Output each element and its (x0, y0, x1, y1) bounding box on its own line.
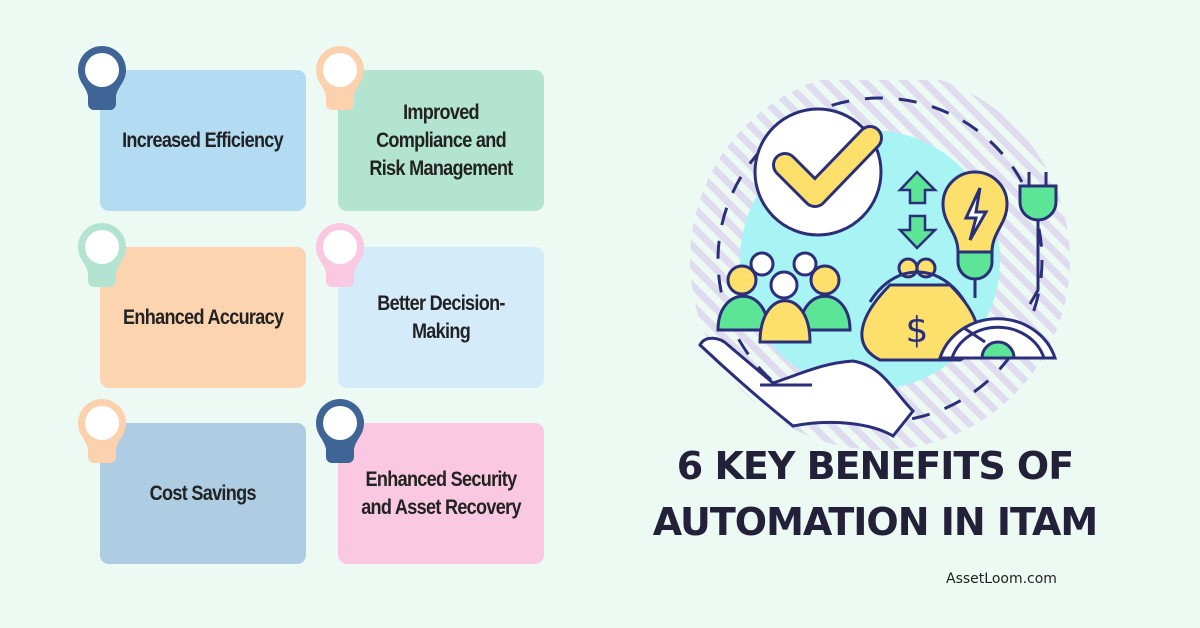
pin-icon (78, 223, 126, 287)
benefit-card: Better Decision-Making (338, 247, 544, 388)
pin-icon (316, 399, 364, 463)
brand-watermark: AssetLoom.com (946, 571, 1057, 587)
gauge-icon (937, 317, 1058, 360)
pin-icon (316, 46, 364, 110)
lightbulb-icon (941, 170, 1009, 298)
pin-icon (78, 46, 126, 110)
arrows-icon (897, 170, 939, 250)
benefit-label: Enhanced Security and Asset Recovery (361, 467, 521, 519)
svg-text:$: $ (906, 310, 929, 351)
title-line-2: AUTOMATION IN ITAM (652, 500, 1099, 544)
pin-icon (316, 223, 364, 287)
hand-icon (698, 336, 916, 438)
page-title: 6 KEY BENEFITS OF AUTOMATION IN ITAM (640, 438, 1110, 550)
plug-icon (1018, 172, 1058, 305)
benefit-label: Enhanced Accuracy (122, 305, 284, 329)
benefit-label: Cost Savings (149, 481, 257, 505)
benefit-label: Better Decision-Making (377, 291, 505, 343)
benefit-label: Improved Compliance and Risk Management (369, 100, 513, 180)
benefit-card: Increased Efficiency (100, 70, 306, 211)
benefit-card: Enhanced Security and Asset Recovery (338, 423, 544, 564)
benefit-card: Improved Compliance and Risk Management (338, 70, 544, 211)
benefit-card: Enhanced Accuracy (100, 247, 306, 388)
automation-illustration: $ (690, 80, 1070, 450)
benefit-card: Cost Savings (100, 423, 306, 564)
benefit-label: Increased Efficiency (122, 128, 285, 152)
pin-icon (78, 399, 126, 463)
people-icon (716, 251, 852, 344)
title-line-1: 6 KEY BENEFITS OF (676, 444, 1074, 488)
check-icon (753, 107, 883, 237)
